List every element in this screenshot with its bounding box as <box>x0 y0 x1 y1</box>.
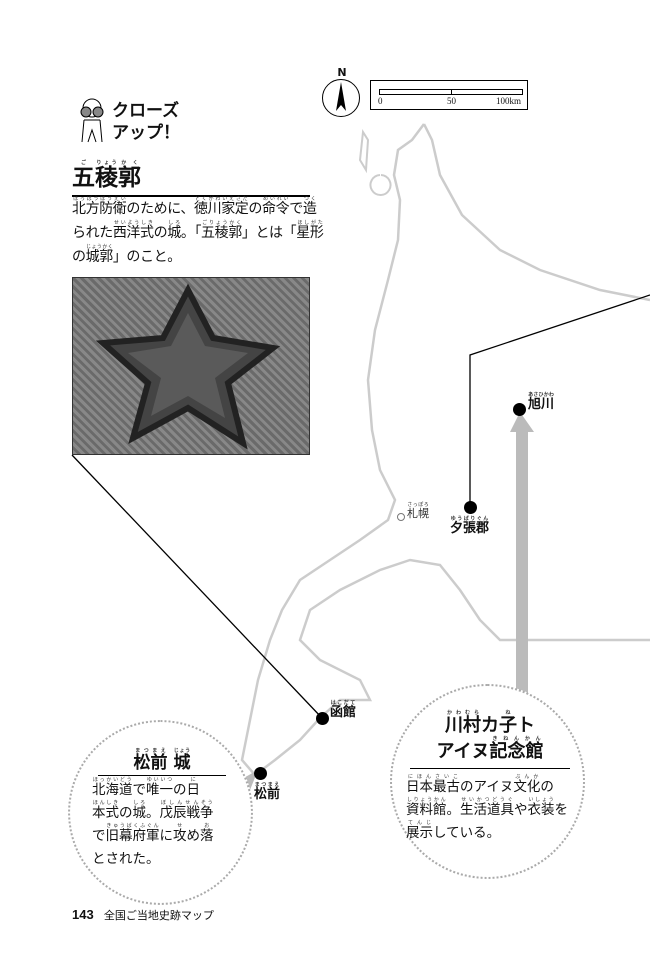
scale-tick: 100km <box>496 96 522 106</box>
text-segment: の <box>153 225 168 241</box>
text-segment: の <box>173 782 187 798</box>
text-segment: 五ご <box>72 160 95 192</box>
text-segment: 稜りょう <box>95 160 118 192</box>
scale-bar: 0 50 100km <box>370 80 528 110</box>
text-segment: や <box>514 802 528 818</box>
text-segment: め <box>186 828 201 844</box>
marker-sapporo[interactable] <box>397 513 405 521</box>
scale-tick: 0 <box>378 96 383 106</box>
pointer-asahikawa <box>510 412 534 700</box>
text-segment: の <box>540 779 554 795</box>
kawamura-museum-description: 日本最古にほんさいこのアイヌ文化ぶんかの資料館しりょうかん。生活道具せいかつどう… <box>406 774 572 845</box>
leader-line-goryokaku <box>71 454 323 719</box>
text-segment: カ <box>481 715 499 736</box>
closeup-badge-line: クローズ <box>112 101 180 121</box>
north-arrow-icon: N <box>322 66 362 122</box>
text-segment: 松前まつまえ <box>133 748 168 774</box>
text-segment: 子ね <box>499 710 517 737</box>
text-segment: 旧幕府軍きゅうばくふぐん <box>105 823 160 845</box>
matsumae-castle-callout: 松前まつまえ 城じょう 北海道ほっかいどうで唯一ゆいいつの日に本式ほんしきの城し… <box>68 720 253 905</box>
text-segment: 城郭じょうかく <box>85 244 114 266</box>
text-segment: 本式ほんしき <box>92 800 119 822</box>
text-segment: で <box>92 828 106 844</box>
text-segment: 戊辰戦ぼしんせん <box>159 800 201 822</box>
section-title: 全国ご当地史跡マップ <box>103 909 214 922</box>
text-segment: で <box>289 201 303 217</box>
north-label: N <box>337 66 347 79</box>
pointer-matsumae <box>240 770 258 795</box>
text-segment: 争そう <box>200 800 214 822</box>
text-segment: 」とは「 <box>241 225 297 241</box>
text-segment: を <box>554 802 569 818</box>
text-segment: 記念館きねんかん <box>489 736 544 763</box>
text-segment: している。 <box>433 825 501 841</box>
place-hakodate: 函館はこだて <box>330 700 357 721</box>
text-segment: 五稜郭ごりょうかく <box>201 220 242 242</box>
text-segment: の <box>72 249 86 265</box>
page-number: 143 <box>72 907 94 922</box>
text-segment: 生活道具せいかつどうぐ <box>460 797 514 819</box>
text-segment: 城しろ <box>167 220 181 242</box>
text-segment: に <box>159 828 174 844</box>
marker-hakodate[interactable] <box>316 712 329 725</box>
text-segment: られた <box>72 225 113 241</box>
page-footer: 143 全国ご当地史跡マップ <box>72 907 214 923</box>
text-segment: の <box>119 805 133 821</box>
text-segment: アイヌ <box>436 741 490 762</box>
text-segment: 文化ぶんか <box>513 774 541 796</box>
place-asahikawa: 旭川あさひかわ <box>528 392 555 413</box>
text-segment: 西洋式せいようしき <box>112 220 154 242</box>
text-segment: とされた。 <box>92 851 160 867</box>
text-segment: 資料館しりょうかん <box>406 797 447 819</box>
goryokaku-description: 北方防衛ほっぽうぼうえいのために、徳川家定とくがわいえさだの命令めいれいで造つく… <box>72 196 324 269</box>
text-segment: 北海道ほっかいどう <box>92 777 133 799</box>
text-segment: 」のこと。 <box>112 249 181 265</box>
text-segment: 造つく <box>302 196 317 218</box>
matsumae-castle-title: 松前まつまえ 城じょう <box>98 748 226 776</box>
goryokaku-aerial-photo <box>72 277 310 455</box>
place-matsumae: 松前まつまえ <box>254 782 281 803</box>
text-segment: 星形ほしがた <box>296 220 324 242</box>
text-segment: 。 <box>446 802 461 818</box>
text-segment: 。「 <box>180 225 202 241</box>
kawamura-museum-title: 川村かわむらカ子ねト アイヌ記念館きねんかん <box>410 710 570 769</box>
text-segment: のために、 <box>126 201 194 217</box>
closeup-badge-line: アップ！ <box>112 123 180 143</box>
leader-line-yubari <box>469 294 650 505</box>
text-segment: 落お <box>200 823 214 845</box>
place-yubari: 夕張郡ゆうばりぐん <box>450 516 490 537</box>
text-segment: 衣装いしょう <box>527 797 555 819</box>
text-segment: 日に <box>186 777 201 799</box>
text-segment: で <box>132 782 147 798</box>
text-segment: 城しろ <box>132 800 147 822</box>
text-segment: 北方防衛ほっぽうぼうえい <box>72 196 127 218</box>
text-segment: 徳川家定とくがわいえさだ <box>194 196 249 218</box>
text-segment: 日本最古にほんさいこ <box>406 774 460 796</box>
text-segment: 川村かわむら <box>445 710 481 737</box>
text-segment: 城じょう <box>173 748 191 774</box>
scale-tick: 50 <box>447 96 456 106</box>
text-segment: 唯一ゆいいつ <box>146 777 173 799</box>
marker-matsumae[interactable] <box>254 767 267 780</box>
text-segment: 命令めいれい <box>262 196 290 218</box>
marker-yubari[interactable] <box>464 501 477 514</box>
binoculars-character-icon <box>72 98 112 143</box>
closeup-badge: クローズ アップ！ <box>112 100 180 144</box>
matsumae-castle-description: 北海道ほっかいどうで唯一ゆいいつの日に本式ほんしきの城しろ。戊辰戦ぼしんせん争そ… <box>92 777 224 871</box>
place-sapporo: 札幌さっぽろ <box>407 502 429 521</box>
text-segment: のアイヌ <box>460 779 514 795</box>
text-segment: ト <box>517 715 535 736</box>
text-segment: の <box>248 201 263 217</box>
kawamura-kaneto-museum-callout: 川村かわむらカ子ねト アイヌ記念館きねんかん 日本最古にほんさいこのアイヌ文化ぶ… <box>390 684 585 879</box>
text-segment: 展示てんじ <box>406 820 433 842</box>
text-segment: 攻せ <box>173 823 187 845</box>
marker-asahikawa[interactable] <box>513 403 526 416</box>
text-segment: 郭かく <box>118 160 141 192</box>
goryokaku-title: 五ご稜りょう郭かく <box>72 158 310 197</box>
text-segment: 。 <box>146 805 160 821</box>
